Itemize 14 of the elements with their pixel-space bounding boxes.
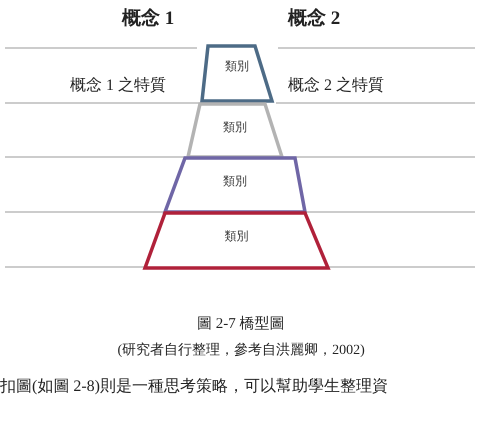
concept-heading: 概念 1 [122, 7, 174, 31]
category-label: 類別 [222, 173, 248, 190]
figure-caption: 圖 2-7 橋型圖 [197, 314, 284, 333]
concept-heading: 概念 2 [288, 7, 340, 31]
category-label: 類別 [224, 58, 250, 75]
trait-label: 概念 1 之特質 [70, 76, 166, 96]
trait-label: 概念 2 之特質 [288, 76, 384, 96]
trapezoid [199, 44, 275, 104]
trapezoid [162, 156, 308, 215]
source-note: (研究者自行整理，參考自洪麗卿，2002) [118, 341, 365, 359]
category-label: 類別 [222, 119, 248, 136]
category-label: 類別 [224, 228, 250, 245]
body-text: 扣圖(如圖 2-8)則是一種思考策略，可以幫助學生整理資 [0, 376, 388, 397]
trapezoid [142, 211, 331, 271]
